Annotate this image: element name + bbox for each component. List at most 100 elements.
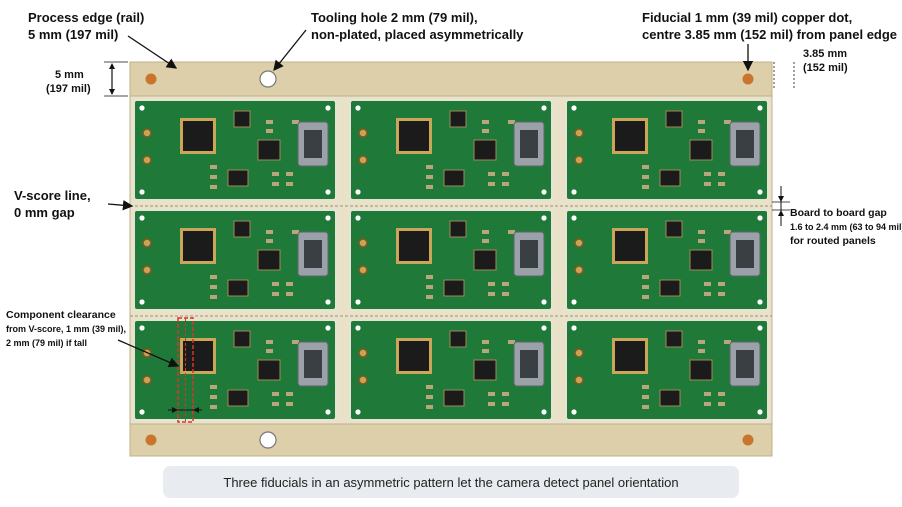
small-chip bbox=[659, 279, 681, 297]
passive-component bbox=[426, 405, 433, 409]
mounting-hole bbox=[355, 189, 361, 195]
pcb-board bbox=[564, 98, 770, 202]
passive-component bbox=[724, 340, 731, 344]
top-rail bbox=[129, 61, 773, 97]
passive-component bbox=[488, 282, 495, 286]
main-chip bbox=[615, 341, 645, 371]
main-chip bbox=[399, 341, 429, 371]
small-chip bbox=[233, 220, 251, 238]
passive-component bbox=[292, 340, 299, 344]
passive-component bbox=[704, 172, 711, 176]
passive-component bbox=[286, 182, 293, 186]
passive-component bbox=[266, 349, 273, 353]
passive-component bbox=[210, 185, 217, 189]
mounting-hole bbox=[139, 325, 145, 331]
mounting-hole bbox=[757, 105, 763, 111]
small-chip bbox=[473, 249, 497, 271]
pcb-board bbox=[348, 318, 554, 422]
passive-component bbox=[724, 230, 731, 234]
rail-height-dim-arrow-top bbox=[109, 63, 115, 69]
small-chip bbox=[443, 279, 465, 297]
mounting-hole bbox=[325, 409, 331, 415]
passive-component bbox=[642, 175, 649, 179]
clearance-label-2: from V-score, 1 mm (39 mil), bbox=[6, 324, 126, 334]
mounting-hole bbox=[571, 215, 577, 221]
passive-component bbox=[642, 385, 649, 389]
passive-component bbox=[266, 129, 273, 133]
passive-component bbox=[286, 402, 293, 406]
passive-component bbox=[272, 182, 279, 186]
passive-component bbox=[718, 282, 725, 286]
small-chip bbox=[473, 359, 497, 381]
main-chip bbox=[183, 341, 213, 371]
mounting-hole bbox=[757, 215, 763, 221]
mounting-hole bbox=[139, 215, 145, 221]
passive-component bbox=[426, 285, 433, 289]
small-chip bbox=[659, 169, 681, 187]
small-chip bbox=[449, 330, 467, 348]
mounting-hole bbox=[571, 189, 577, 195]
mounting-hole bbox=[541, 215, 547, 221]
v-score-label-1: V-score line, bbox=[14, 188, 91, 203]
usb-connector-port bbox=[736, 240, 754, 268]
mounting-hole bbox=[757, 189, 763, 195]
passive-component bbox=[642, 275, 649, 279]
board-gap-label-1: Board to board gap bbox=[790, 207, 887, 219]
passive-component bbox=[502, 172, 509, 176]
pcb-board bbox=[348, 98, 554, 202]
header-pad bbox=[142, 375, 152, 385]
passive-component bbox=[210, 275, 217, 279]
header-pad bbox=[358, 265, 368, 275]
passive-component bbox=[718, 392, 725, 396]
main-chip bbox=[183, 121, 213, 151]
small-chip bbox=[257, 139, 281, 161]
mounting-hole bbox=[571, 325, 577, 331]
passive-component bbox=[286, 282, 293, 286]
passive-component bbox=[210, 395, 217, 399]
mounting-hole bbox=[571, 105, 577, 111]
passive-component bbox=[642, 295, 649, 299]
passive-component bbox=[488, 182, 495, 186]
rail-height-label-1: 5 mm bbox=[55, 69, 84, 81]
passive-component bbox=[272, 392, 279, 396]
mounting-hole bbox=[757, 299, 763, 305]
fiducial-label-1: Fiducial 1 mm (39 mil) copper dot, bbox=[642, 10, 852, 25]
passive-component bbox=[210, 405, 217, 409]
passive-component bbox=[210, 285, 217, 289]
small-chip bbox=[659, 389, 681, 407]
passive-component bbox=[718, 402, 725, 406]
passive-component bbox=[642, 165, 649, 169]
header-pad bbox=[574, 348, 584, 358]
usb-connector-port bbox=[304, 240, 322, 268]
small-chip bbox=[443, 389, 465, 407]
fiducial-label-2: centre 3.85 mm (152 mil) from panel edge bbox=[642, 27, 897, 42]
clearance-dim-arrow-left bbox=[172, 407, 178, 413]
passive-component bbox=[210, 385, 217, 389]
fiducial-offset-label-2: (152 mil) bbox=[803, 62, 848, 74]
passive-component bbox=[642, 285, 649, 289]
mounting-hole bbox=[325, 215, 331, 221]
passive-component bbox=[426, 275, 433, 279]
passive-component bbox=[266, 230, 273, 234]
passive-component bbox=[508, 340, 515, 344]
passive-component bbox=[210, 295, 217, 299]
small-chip bbox=[227, 169, 249, 187]
mounting-hole bbox=[325, 299, 331, 305]
usb-connector-port bbox=[736, 350, 754, 378]
header-pad bbox=[358, 375, 368, 385]
fiducial-bottom-left bbox=[145, 434, 157, 446]
passive-component bbox=[642, 395, 649, 399]
passive-component bbox=[426, 175, 433, 179]
passive-component bbox=[718, 182, 725, 186]
passive-component bbox=[502, 402, 509, 406]
passive-component bbox=[698, 129, 705, 133]
passive-component bbox=[642, 185, 649, 189]
passive-component bbox=[426, 185, 433, 189]
passive-component bbox=[704, 402, 711, 406]
fiducial-top-left bbox=[145, 73, 157, 85]
small-chip bbox=[227, 389, 249, 407]
pcb-board bbox=[564, 318, 770, 422]
small-chip bbox=[449, 110, 467, 128]
pcb-board bbox=[132, 98, 338, 202]
passive-component bbox=[482, 340, 489, 344]
